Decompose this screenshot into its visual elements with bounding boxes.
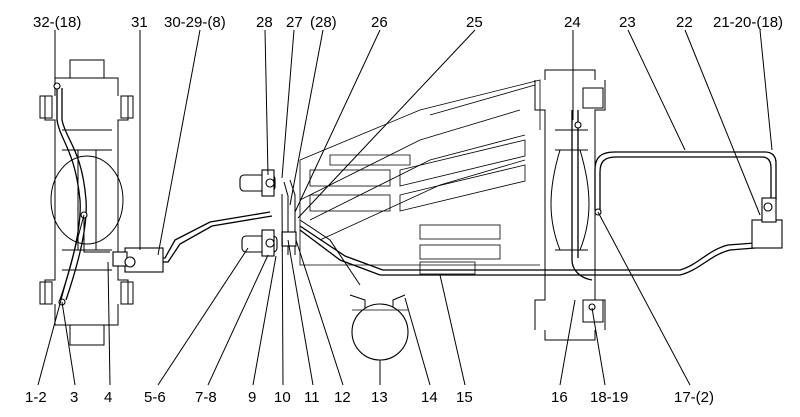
- brake-pipes: [56, 88, 777, 310]
- label-24: 24: [564, 14, 581, 31]
- label-28-paren: (28): [310, 14, 337, 31]
- air-tank-13: [351, 303, 409, 361]
- label-9: 9: [248, 389, 256, 406]
- label-4: 4: [104, 389, 112, 406]
- label-11: 11: [304, 389, 320, 406]
- rear-brake-chamber-22: [751, 197, 783, 249]
- labels-bottom: 1-2 3 4 5-6 7-8 9 10 11 12 13 14 15 16 1…: [25, 389, 714, 406]
- label-26: 26: [371, 14, 388, 31]
- label-16: 16: [551, 389, 568, 406]
- label-28: 28: [256, 14, 273, 31]
- relay-valve-lower: [241, 229, 297, 257]
- label-30-29-8: 30-29-(8): [164, 14, 226, 31]
- frame-chevrons: [299, 79, 541, 275]
- label-14: 14: [421, 389, 438, 406]
- label-18-19: 18-19: [590, 389, 628, 406]
- label-5-6: 5-6: [144, 389, 166, 406]
- label-1-2: 1-2: [25, 389, 47, 406]
- label-12: 12: [334, 389, 351, 406]
- leader-lines: [37, 29, 773, 386]
- label-7-8: 7-8: [195, 389, 217, 406]
- label-23: 23: [619, 14, 636, 31]
- fittings: [53, 82, 602, 311]
- front-axle: [39, 59, 134, 346]
- label-21-20-18: 21-20-(18): [713, 14, 783, 31]
- brake-valve-31: [112, 247, 164, 273]
- relay-valve-upper: [239, 169, 276, 197]
- labels-top: 32-(18) 31 30-29-(8) 28 27 (28) 26 25 24…: [33, 14, 783, 31]
- label-10: 10: [274, 389, 291, 406]
- label-31: 31: [131, 14, 148, 31]
- label-17-2: 17-(2): [674, 389, 714, 406]
- label-13: 13: [371, 389, 388, 406]
- label-15: 15: [456, 389, 473, 406]
- label-22: 22: [676, 14, 693, 31]
- label-3: 3: [70, 389, 78, 406]
- label-25: 25: [466, 14, 483, 31]
- label-27: 27: [286, 14, 303, 31]
- label-32-18: 32-(18): [33, 14, 81, 31]
